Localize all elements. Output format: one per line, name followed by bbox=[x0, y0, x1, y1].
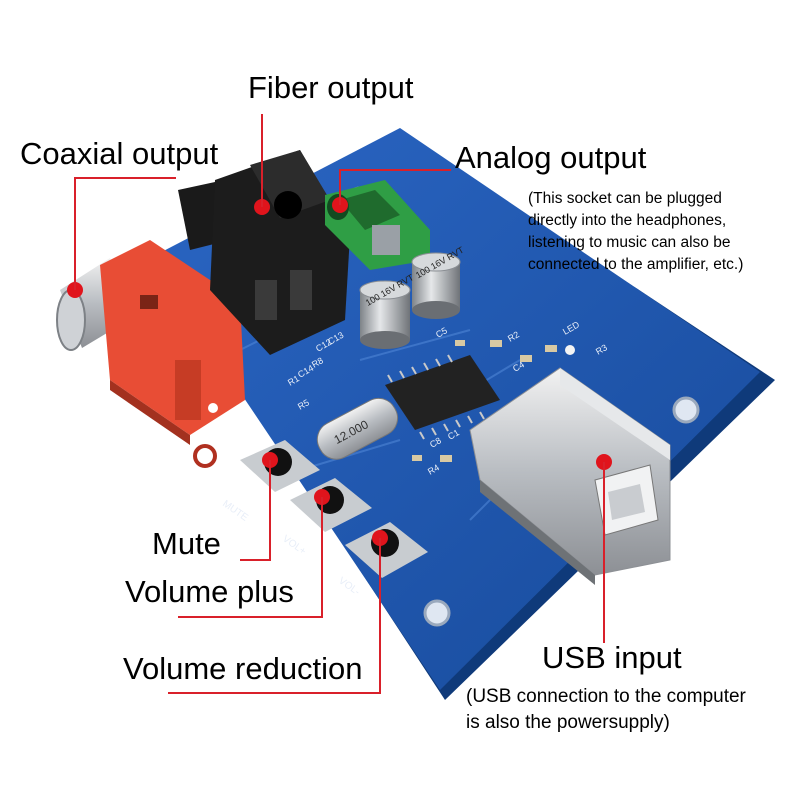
component-label: R2 bbox=[506, 329, 521, 343]
usb-note-line: (USB connection to the computer bbox=[466, 686, 746, 707]
component-label: R5 bbox=[296, 397, 311, 411]
usb-input-label: USB input bbox=[542, 640, 682, 675]
capacitor-left bbox=[359, 280, 411, 349]
component-label: C8 bbox=[428, 435, 443, 449]
coaxial-pointer bbox=[74, 177, 176, 290]
fiber-connector bbox=[178, 150, 350, 355]
silkscreen-vol-plus: VOL+ bbox=[280, 533, 308, 557]
volume-reduction-pointer bbox=[168, 538, 381, 694]
mute-label: Mute bbox=[152, 526, 221, 561]
crystal-oscillator bbox=[316, 397, 399, 460]
volume-plus-label: Volume plus bbox=[125, 574, 294, 609]
analog-note-line: connected to the amplifier, etc.) bbox=[528, 256, 744, 273]
component-label: R4 bbox=[426, 462, 441, 476]
volume-plus-pointer bbox=[178, 497, 323, 618]
component-label: C5 bbox=[434, 325, 449, 339]
component-label: C1 bbox=[446, 427, 461, 441]
coaxial-output-label: Coaxial output bbox=[20, 136, 219, 171]
smd-components bbox=[412, 340, 557, 462]
component-label: R8 bbox=[310, 355, 325, 369]
fiber-output-label: Fiber output bbox=[248, 70, 414, 105]
ic-chip bbox=[385, 354, 500, 440]
led bbox=[565, 345, 575, 355]
component-label: R3 bbox=[594, 342, 609, 356]
pointer-lines bbox=[74, 114, 605, 694]
silkscreen-vol-minus: VOL- bbox=[336, 575, 361, 597]
capacitor-right bbox=[411, 252, 461, 319]
component-label: C4 bbox=[511, 359, 526, 373]
usb-input-note: (USB connection to the computer is also … bbox=[466, 684, 746, 736]
coaxial-connector bbox=[56, 240, 245, 445]
analog-note-line: listening to music can also be bbox=[528, 234, 731, 251]
component-label: R1 bbox=[286, 373, 301, 387]
volume-reduction-label: Volume reduction bbox=[123, 651, 363, 686]
analog-note-line: (This socket can be plugged bbox=[528, 190, 722, 207]
usb-note-line: is also the powersupply) bbox=[466, 712, 670, 733]
analog-output-label: Analog output bbox=[455, 140, 647, 175]
mute-pointer bbox=[240, 460, 271, 561]
usb-b-connector bbox=[469, 367, 671, 585]
analog-pointer bbox=[339, 169, 451, 205]
silkscreen-mute: MUTE bbox=[220, 498, 250, 523]
analog-jack bbox=[325, 180, 430, 270]
analog-output-note: (This socket can be plugged directly int… bbox=[528, 188, 743, 276]
analog-note-line: directly into the headphones, bbox=[528, 212, 727, 229]
